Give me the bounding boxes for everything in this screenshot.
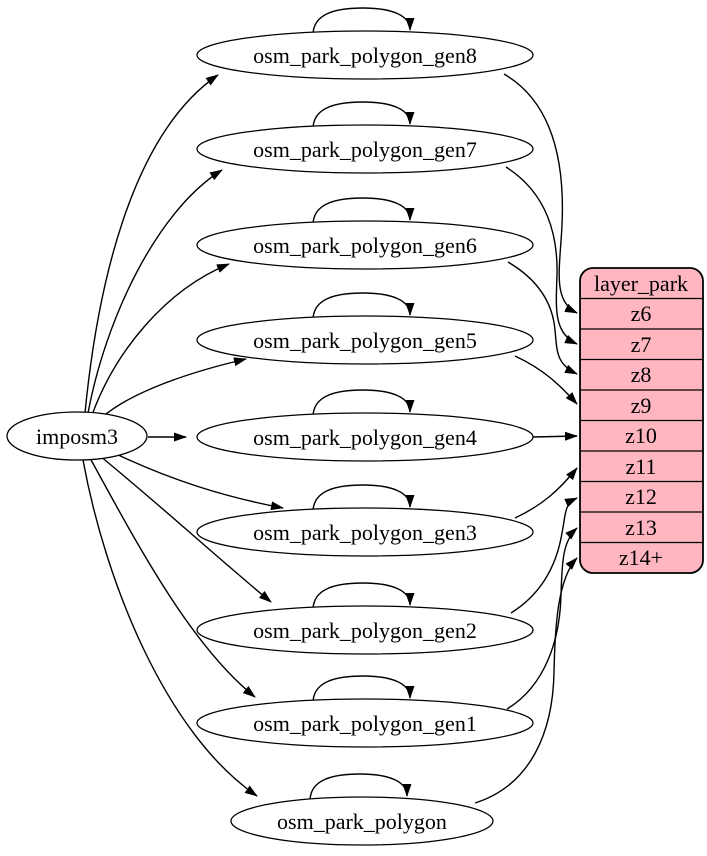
- edge-imposm3-gen7: [87, 169, 223, 414]
- self-loop-gen7: [312, 101, 415, 130]
- table-row-label-z8: z8: [631, 362, 652, 387]
- edge-imposm3-gen8: [84, 74, 219, 414]
- node-label: osm_park_polygon_gen3: [253, 520, 477, 545]
- edge-imposm3-gen3: [111, 451, 284, 511]
- edge-imposm3-polygon: [82, 459, 258, 797]
- table-row-label-z13: z13: [625, 515, 657, 540]
- gen1-ellipse: [196, 698, 534, 748]
- node-osm-park-polygon-gen7: osm_park_polygon_gen7: [196, 124, 534, 174]
- edge-imposm3-gen6: [91, 263, 230, 416]
- node-osm-park-polygon-gen5: osm_park_polygon_gen5: [196, 315, 534, 365]
- edge-gen7-z7: [505, 166, 578, 345]
- table-row-label-z7: z7: [631, 332, 652, 357]
- node-osm-park-polygon-gen1: osm_park_polygon_gen1: [196, 698, 534, 748]
- self-loop-gen5: [312, 292, 415, 321]
- node-label: osm_park_polygon_gen1: [253, 711, 477, 736]
- self-loop-gen8: [312, 7, 415, 36]
- node-label: osm_park_polygon_gen5: [253, 328, 477, 353]
- node-label: osm_park_polygon_gen8: [253, 43, 477, 68]
- edge-gen8-z6: [503, 73, 578, 314]
- node-osm-park-polygon: osm_park_polygon: [230, 796, 494, 846]
- self-loop-polygon: [309, 773, 412, 802]
- edge-gen6-z8: [507, 261, 578, 375]
- node-label: osm_park_polygon_gen7: [253, 137, 477, 162]
- edge-polygon-z14: [474, 557, 578, 804]
- self-loop-gen4: [312, 389, 415, 418]
- table-row-label-z6: z6: [631, 301, 652, 326]
- node-osm-park-polygon-gen3: osm_park_polygon_gen3: [196, 507, 534, 557]
- edge-gen4-z10: [532, 431, 578, 441]
- table-row-label-z14: z14+: [619, 545, 663, 570]
- self-loop-gen6: [312, 197, 415, 226]
- gen6-ellipse: [196, 220, 534, 270]
- node-osm-park-polygon-gen2: osm_park_polygon_gen2: [196, 605, 534, 655]
- gen7-ellipse: [196, 124, 534, 174]
- node-label: osm_park_polygon: [277, 809, 447, 834]
- self-loop-gen3: [312, 484, 415, 513]
- node-layer-park: layer_park z6 z7 z8 z9 z10 z11 z12 z13 z…: [579, 267, 704, 574]
- node-osm-park-polygon-gen6: osm_park_polygon_gen6: [196, 220, 534, 270]
- edge-gen1-z13: [506, 527, 578, 710]
- table-row-label-z10: z10: [625, 423, 657, 448]
- edge-imposm3-gen1: [89, 457, 256, 698]
- table-row-label-z12: z12: [625, 484, 657, 509]
- table-row-label-z9: z9: [631, 393, 652, 418]
- self-loop-gen2: [312, 582, 415, 611]
- table-row-label-z11: z11: [626, 454, 657, 479]
- edge-imposm3-gen2: [99, 455, 272, 603]
- node-label: osm_park_polygon_gen4: [253, 425, 477, 450]
- polygon-ellipse: [230, 796, 494, 846]
- node-label: osm_park_polygon_gen6: [253, 233, 477, 258]
- node-osm-park-polygon-gen4: osm_park_polygon_gen4: [196, 412, 534, 462]
- edge-gen2-z12: [510, 497, 578, 614]
- gen5-ellipse: [196, 315, 534, 365]
- node-imposm3: imposm3: [6, 411, 148, 461]
- gen4-ellipse: [196, 412, 534, 462]
- imposm3-ellipse: [6, 411, 148, 461]
- node-label: osm_park_polygon_gen2: [253, 618, 477, 643]
- self-loop-gen1: [312, 675, 415, 704]
- gen8-ellipse: [196, 30, 534, 80]
- node-osm-park-polygon-gen8: osm_park_polygon_gen8: [196, 30, 534, 80]
- gen2-ellipse: [196, 605, 534, 655]
- edge-gen5-z9: [514, 355, 578, 405]
- gen3-ellipse: [196, 507, 534, 557]
- edge-imposm3-gen5: [99, 357, 247, 420]
- node-label: imposm3: [36, 424, 118, 449]
- table-header-label: layer_park: [594, 271, 688, 296]
- edge-gen3-z11: [514, 467, 578, 519]
